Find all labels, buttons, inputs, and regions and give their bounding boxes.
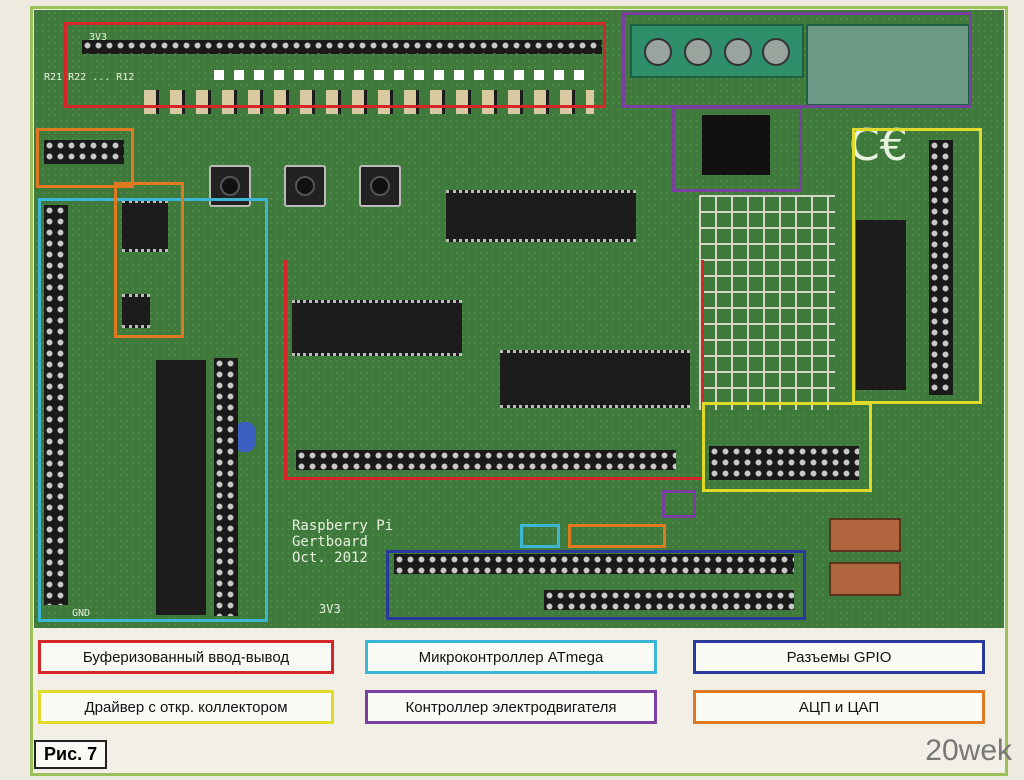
gpio-header-bottom: [544, 590, 794, 610]
bottom-3v3-label: 3V3: [319, 602, 341, 616]
screw-4: [762, 38, 790, 66]
adc-header: [44, 140, 124, 164]
prototype-grid: [699, 195, 835, 410]
highlight-adc-jumpers: [568, 524, 666, 548]
gpio-header-top: [394, 554, 794, 574]
motor-terminal-block: [630, 24, 804, 78]
push-button-3: [359, 165, 401, 207]
buffer-chip-2: [292, 300, 462, 356]
led-strip: [214, 70, 594, 80]
resistor-labels: R21 R22 ... R12: [44, 72, 135, 83]
oc-driver-chip: [856, 220, 906, 390]
atmega-chip: [156, 360, 206, 615]
header-label: 3V3: [89, 32, 108, 43]
legend-atmega: Микроконтроллер ATmega: [365, 640, 657, 674]
highlight-adc-dac-2: [114, 182, 184, 338]
motor-chip: [702, 115, 770, 175]
inductor-2: [829, 562, 901, 596]
push-button-2: [284, 165, 326, 207]
oc-lower-header: [709, 446, 859, 480]
legend-motor: Контроллер электродвигателя: [365, 690, 657, 724]
gertboard-photo: 3V3 R21 R22 ... R12 C€ Raspberry Pi Gert…: [34, 10, 1004, 628]
highlight-buffered-io: [64, 22, 606, 108]
top-header: [82, 40, 602, 54]
resistor-strip: [144, 90, 594, 114]
atmega-header: [214, 358, 238, 616]
adc-chip: [122, 200, 168, 252]
gnd-label: GND: [72, 608, 91, 619]
highlight-oc-driver: [852, 128, 982, 404]
capacitor: [234, 422, 256, 452]
figure-caption: Рис. 7: [34, 740, 108, 769]
buffer-chip-3: [500, 350, 690, 408]
highlight-motor: [622, 12, 972, 108]
highlight-atmega-jumpers: [520, 524, 560, 548]
highlight-atmega: [38, 198, 268, 622]
highlight-oc-driver-2: [702, 402, 872, 492]
screw-1: [644, 38, 672, 66]
buffer-chip-1: [446, 190, 636, 242]
oc-header: [929, 140, 953, 395]
legend-adc-dac: АЦП и ЦАП: [693, 690, 985, 724]
highlight-motor-2: [672, 106, 802, 192]
board-logo-text: Raspberry Pi Gertboard Oct. 2012: [292, 518, 394, 566]
highlight-adc-dac: [36, 128, 134, 188]
dac-chip: [122, 294, 150, 328]
legend-oc-driver: Драйвер с откр. коллектором: [38, 690, 334, 724]
legend-buffered-io: Буферизованный ввод-вывод: [38, 640, 334, 674]
screw-2: [684, 38, 712, 66]
inductor-1: [829, 518, 901, 552]
watermark: 20wek: [925, 734, 1012, 767]
screw-3: [724, 38, 752, 66]
highlight-buffered-io-lower: [284, 260, 704, 480]
highlight-gpio: [386, 550, 806, 620]
buffer-bottom-header: [296, 450, 676, 470]
highlight-motor-jumper: [662, 490, 696, 518]
left-header: [44, 205, 68, 605]
legend-gpio: Разъемы GPIO: [693, 640, 985, 674]
